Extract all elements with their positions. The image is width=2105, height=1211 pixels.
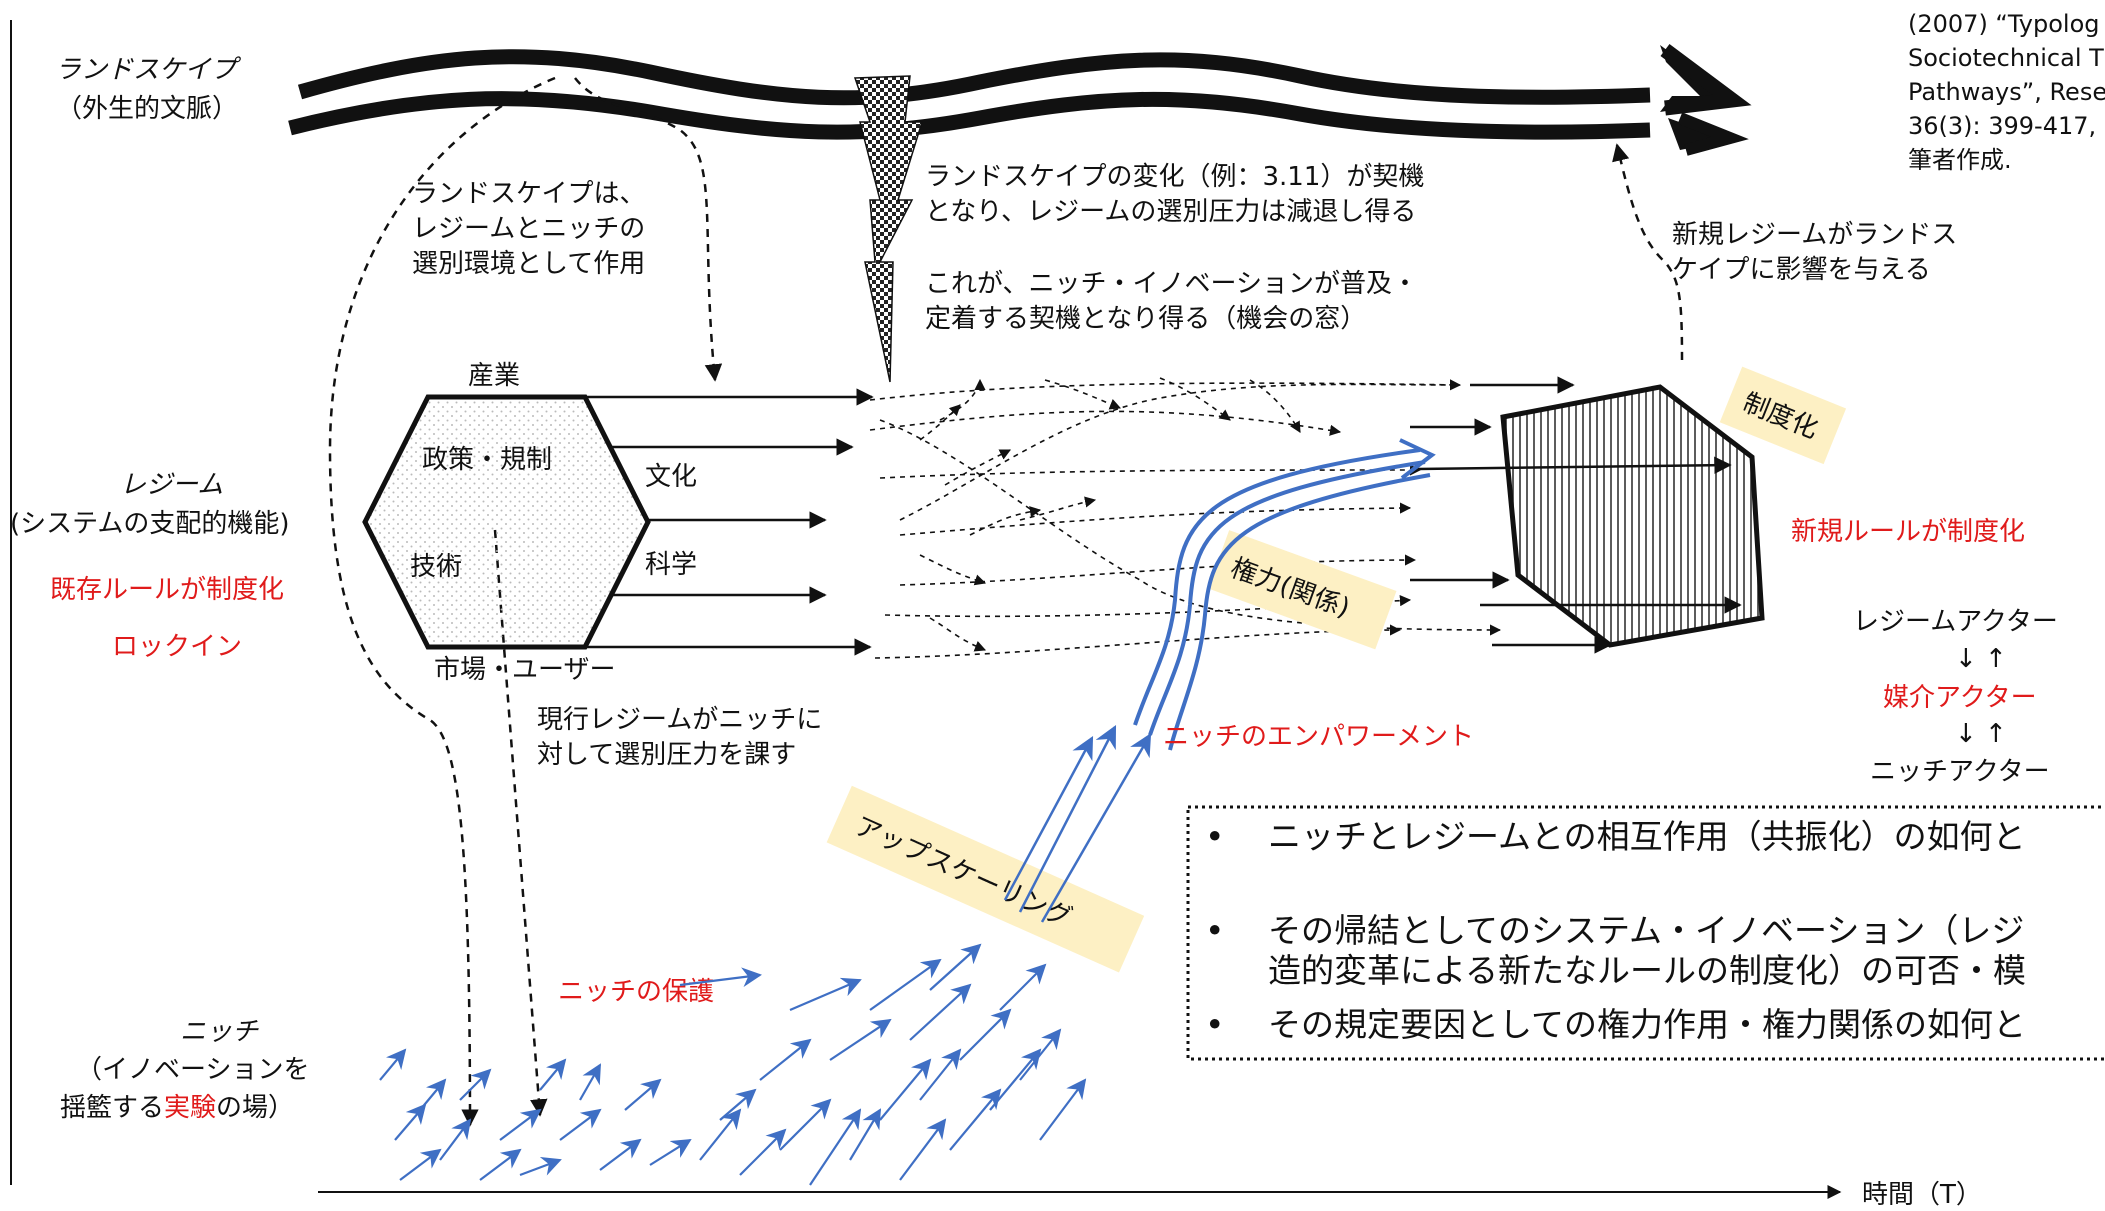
svg-text:新規レジームがランドス: 新規レジームがランドス — [1672, 220, 1957, 250]
svg-text:Sociotechnical T: Sociotechnical T — [1908, 44, 2104, 72]
lightning-bolt — [853, 75, 924, 383]
transition-flow-field — [869, 377, 1502, 659]
niche-empowerment-label: ニッチのエンパワーメント — [1163, 722, 1474, 752]
regime-label: レジーム — [120, 470, 223, 500]
niche-sublabel-2: 揺籃する実験の場） — [60, 1093, 294, 1123]
regime-lockin: ロックイン — [112, 632, 242, 662]
hex-science: 科学 — [645, 550, 697, 580]
new-rule-institutionalized: 新規ルールが制度化 — [1791, 517, 2025, 547]
svg-text:↓ ↑: ↓ ↑ — [1955, 644, 2007, 674]
svg-text:ニッチとレジームとの相互作用（共振化）の如何と: ニッチとレジームとの相互作用（共振化）の如何と — [1268, 817, 2026, 856]
svg-text:筆者作成.: 筆者作成. — [1908, 146, 2012, 174]
svg-text:↓ ↑: ↓ ↑ — [1955, 719, 2007, 749]
time-axis-label: 時間（T） — [1862, 1180, 1982, 1210]
svg-text:•: • — [1205, 911, 1224, 950]
svg-text:選別環境として作用: 選別環境として作用 — [412, 249, 645, 279]
svg-text:対して選別圧力を課す: 対して選別圧力を課す — [537, 740, 796, 770]
svg-text:媒介アクター: 媒介アクター — [1883, 683, 2037, 713]
svg-text:•: • — [1205, 1005, 1224, 1044]
upscaling-tag: アップスケーリング — [826, 785, 1145, 973]
svg-text:36(3): 399-417,: 36(3): 399-417, — [1908, 112, 2096, 140]
new-regime-input-arrows — [1410, 376, 1742, 654]
note-window-of-opportunity: これが、ニッチ・イノベーションが普及・ 定着する契機となり得る（機会の窓） — [925, 269, 1418, 334]
note-new-regime-influence: 新規レジームがランドス ケイプに影響を与える — [1672, 220, 1957, 285]
key-questions-bullets: • ニッチとレジームとの相互作用（共振化）の如何と • その帰結としてのシステム… — [1205, 817, 2026, 1044]
landscape-label: ランドスケイプ — [55, 55, 241, 85]
note-landscape-selection: ランドスケイプは、 レジームとニッチの 選別環境として作用 — [412, 179, 645, 279]
svg-text:ケイプに影響を与える: ケイプに影響を与える — [1672, 255, 1931, 285]
svg-text:レジームとニッチの: レジームとニッチの — [412, 214, 645, 244]
svg-text:となり、レジームの選別圧力は減退し得る: となり、レジームの選別圧力は減退し得る — [925, 197, 1416, 227]
niche-label: ニッチ — [180, 1017, 259, 1047]
landscape-wave-arrows — [288, 43, 1752, 156]
regime-output-arrows — [585, 388, 874, 656]
niche-sublabel-1: （イノベーションを — [76, 1055, 309, 1085]
svg-text:その帰結としてのシステム・イノベーション（レジ: その帰結としてのシステム・イノベーション（レジ — [1268, 911, 2024, 950]
hex-technology: 技術 — [410, 552, 462, 582]
empowerment-pathway — [1133, 438, 1436, 751]
key-questions-box — [1186, 805, 2105, 1061]
regime-sublabel: (システムの支配的機能) — [10, 509, 290, 539]
svg-text:造的変革による新たなルールの制度化）の可否・模: 造的変革による新たなルールの制度化）の可否・模 — [1268, 951, 2026, 990]
niche-protection-label: ニッチの保護 — [558, 977, 714, 1007]
svg-text:•: • — [1205, 817, 1224, 856]
svg-text:その規定要因としての権力作用・権力関係の如何と: その規定要因としての権力作用・権力関係の如何と — [1268, 1005, 2026, 1044]
upscaling-arrows — [1003, 724, 1152, 923]
niche-experiment-arrows — [379, 943, 1087, 1186]
new-regime-shape — [1500, 384, 1765, 648]
hex-policy: 政策・規制 — [422, 445, 552, 475]
svg-text:(2007) “Typolog: (2007) “Typolog — [1908, 10, 2100, 38]
hex-culture: 文化 — [645, 462, 697, 492]
hex-industry: 産業 — [468, 361, 520, 391]
svg-text:レジームアクター: レジームアクター — [1853, 607, 2058, 637]
note-regime-pressure: 現行レジームがニッチに 対して選別圧力を課す — [537, 705, 822, 770]
svg-text:ランドスケイプの変化（例：3.11）が契機: ランドスケイプの変化（例：3.11）が契機 — [925, 162, 1424, 192]
power-relations-tag: 権力(関係) — [1207, 530, 1397, 650]
svg-text:Pathways”, Rese: Pathways”, Rese — [1908, 78, 2105, 106]
svg-text:これが、ニッチ・イノベーションが普及・: これが、ニッチ・イノベーションが普及・ — [925, 269, 1418, 299]
source-citation: (2007) “Typolog Sociotechnical T Pathway… — [1908, 10, 2105, 174]
svg-text:現行レジームがニッチに: 現行レジームがニッチに — [537, 705, 822, 735]
regime-existing-rule: 既存ルールが制度化 — [50, 575, 284, 605]
actors-stack: レジームアクター ↓ ↑ 媒介アクター ↓ ↑ ニッチアクター — [1853, 607, 2058, 787]
note-landscape-change: ランドスケイプの変化（例：3.11）が契機 となり、レジームの選別圧力は減退し得… — [925, 162, 1424, 227]
hex-market-users: 市場・ユーザー — [434, 655, 615, 685]
landscape-sublabel: （外生的文脈） — [56, 94, 238, 124]
svg-text:定着する契機となり得る（機会の窓）: 定着する契機となり得る（機会の窓） — [925, 304, 1366, 334]
svg-text:ランドスケイプは、: ランドスケイプは、 — [412, 179, 645, 209]
regime-hexagon — [362, 394, 651, 650]
svg-text:ニッチアクター: ニッチアクター — [1870, 757, 2050, 787]
